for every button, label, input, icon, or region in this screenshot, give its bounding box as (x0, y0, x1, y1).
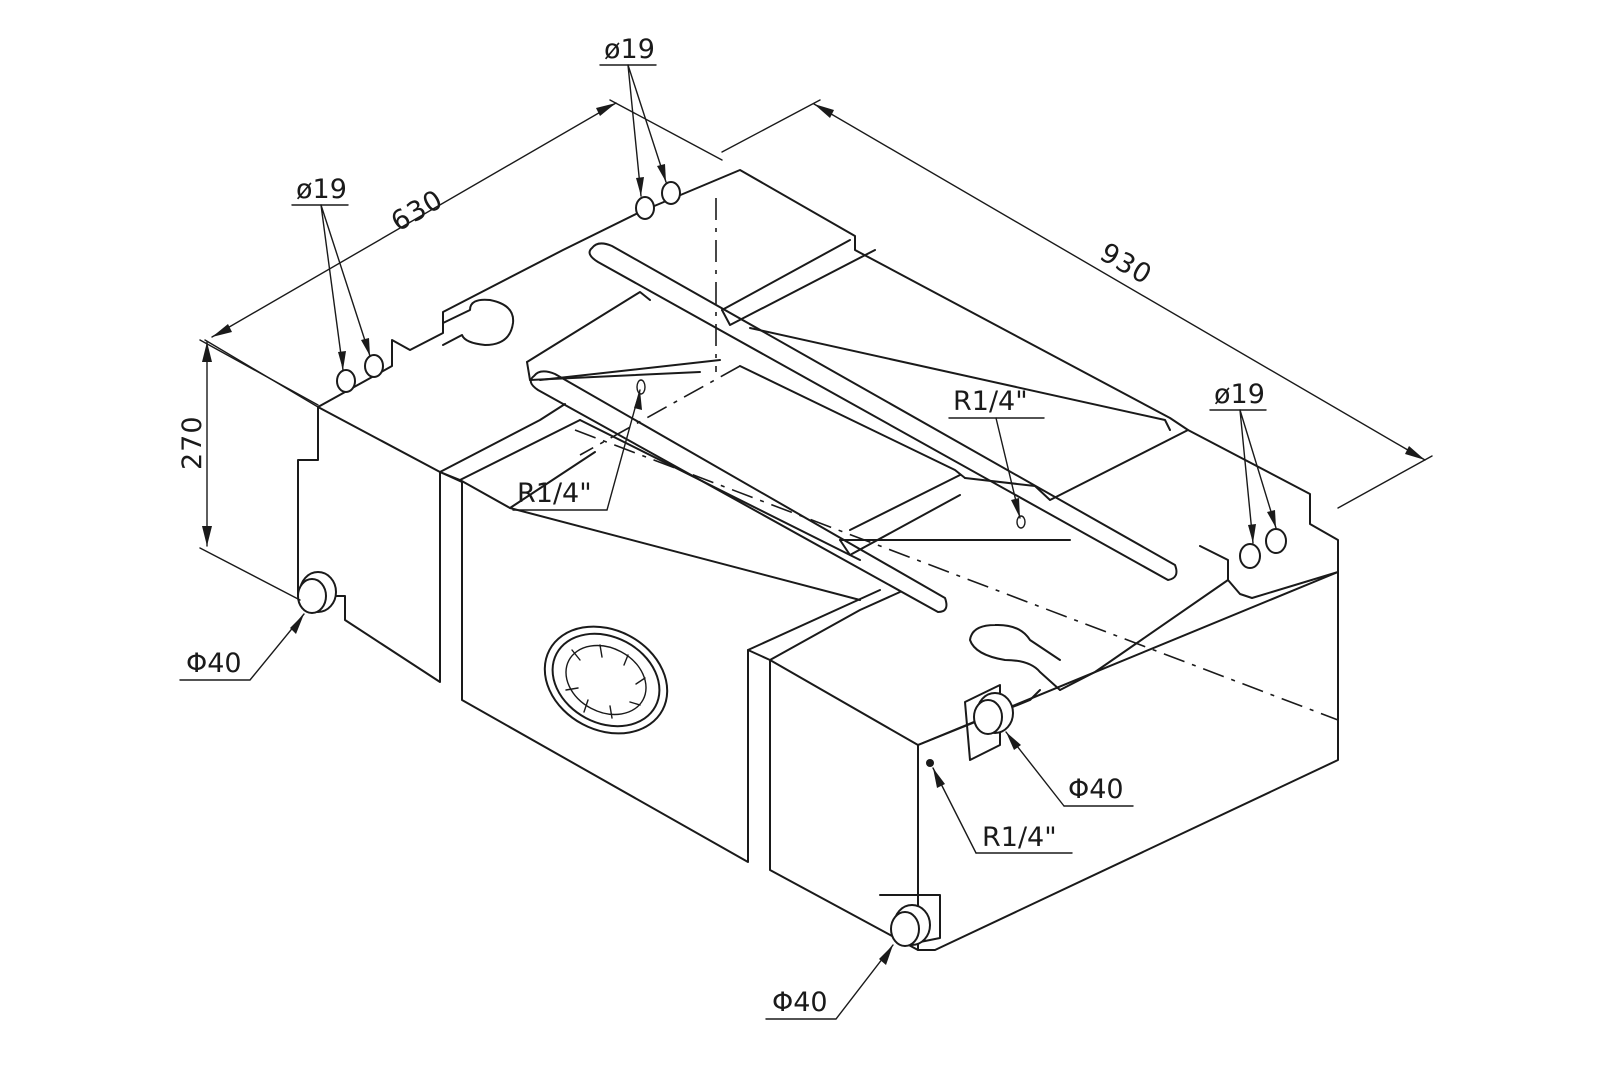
dimension-630: 630 (204, 99, 723, 408)
dimension-930-label: 930 (1095, 237, 1158, 291)
slot-front (529, 370, 948, 613)
fitting-outlet-bottom (879, 894, 941, 947)
callout-outlet-bottom-label: Φ40 (772, 987, 828, 1018)
vent-hole-center (636, 379, 646, 395)
fitting-top-middle-pair (635, 181, 681, 220)
callout-inlet-top-middle-label: ø19 (604, 34, 655, 65)
front-face (439, 471, 919, 951)
dimension-930: 930 (721, 99, 1433, 509)
callout-vent-right-label: R1/4" (953, 386, 1028, 417)
top-front-edge (439, 403, 566, 473)
fitting-outlet-right (964, 684, 1014, 761)
fitting-right-pair (1239, 528, 1287, 569)
left-end-face (297, 406, 441, 683)
callout-vent-front-label: R1/4" (982, 822, 1057, 853)
dimension-270-label: 270 (177, 415, 208, 470)
front-right-face (917, 571, 1339, 951)
centerline-long (574, 429, 1339, 721)
callout-outlet-bottom: Φ40 (765, 944, 894, 1020)
callout-vent-center-label: R1/4" (517, 478, 592, 509)
top-front-edge-right (769, 591, 901, 661)
callout-inlet-top-middle: ø19 (599, 34, 667, 197)
slot-rear (588, 242, 1178, 581)
callout-outlet-right: Φ40 (1005, 731, 1134, 807)
callout-outlet-left-label: Φ40 (186, 648, 242, 679)
vent-hole-front (926, 759, 934, 767)
tank-body (297, 169, 1339, 951)
callout-vent-center: R1/4" (512, 389, 642, 511)
callout-inlet-right: ø19 (1209, 379, 1277, 544)
callout-inlet-top-left-label: ø19 (296, 174, 347, 205)
keyhole-rear (442, 298, 515, 346)
inspection-cap (543, 625, 669, 735)
keyhole-front (969, 623, 1061, 691)
top-outline (317, 169, 1339, 599)
callout-outlet-right-label: Φ40 (1068, 774, 1124, 805)
fitting-outlet-left (297, 571, 337, 614)
callout-vent-right: R1/4" (948, 386, 1045, 519)
vent-hole-right (1016, 515, 1026, 529)
callout-inlet-top-left: ø19 (291, 174, 371, 371)
callout-inlet-right-label: ø19 (1214, 379, 1265, 410)
fitting-top-left-pair (336, 354, 384, 393)
dimension-630-label: 630 (386, 184, 449, 238)
callout-vent-front: R1/4" (932, 767, 1073, 854)
dimension-270: 270 (177, 339, 319, 601)
callout-outlet-left: Φ40 (179, 613, 305, 681)
top-panel-1 (526, 291, 651, 363)
